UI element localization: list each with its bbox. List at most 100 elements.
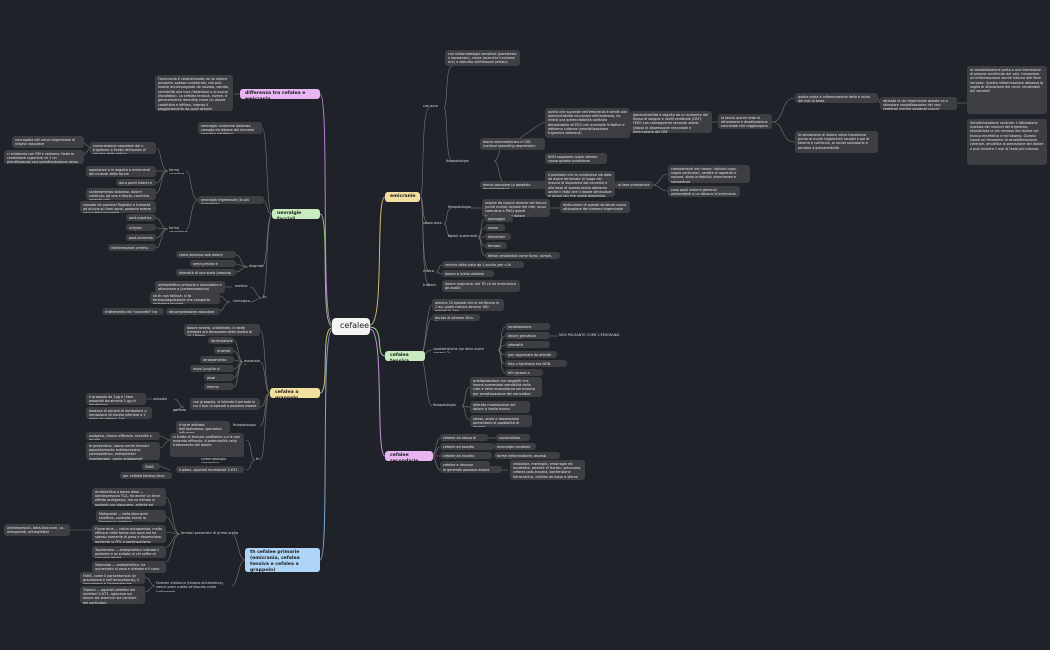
periodo-left-2[interactable]: assenza di periodi di remissione o remis… bbox=[86, 407, 152, 419]
farmaci-attacco-label[interactable]: Farmaci d'attacco (terapia sintomatica),… bbox=[156, 581, 224, 592]
con-aura-label[interactable]: con aura bbox=[423, 104, 438, 108]
chirurgica-label[interactable]: chirurgica bbox=[233, 299, 250, 303]
periodo-1[interactable]: con grappolo, si intende il periodo in c… bbox=[190, 398, 260, 410]
infiammazione-node[interactable]: quello porta a infiammazione della e ini… bbox=[795, 93, 878, 103]
tensiva-car-5[interactable]: foto o fonofobia ma NON entrambe bbox=[505, 360, 567, 367]
tensiva-car-1[interactable]: localizzazione bilaterale bbox=[505, 323, 550, 330]
attacco-fans[interactable]: FANS, come il paracetamolo (in gravidanz… bbox=[80, 572, 145, 584]
nevralgia-trigeminale[interactable]: nevralgia trigeminale (la più ricorrente… bbox=[198, 196, 264, 204]
primitiva-1[interactable]: compressione vascolare del n. trigemino … bbox=[90, 142, 156, 154]
fisiopatologia-2-label[interactable]: fisiopatologia bbox=[448, 205, 471, 209]
periodo-left-1[interactable]: Il grappolo da 1gg e i fase associati da… bbox=[86, 393, 146, 405]
branch-cefalee-secondarie[interactable]: cefalee secondarie bbox=[385, 451, 433, 461]
medica-1[interactable]: antiepilettico primario e secondario e a… bbox=[155, 281, 225, 293]
assoc-2[interactable]: rinorrea bbox=[214, 347, 234, 354]
terapia-left[interactable]: antidepressivi, beta-bloccanti, ca-antag… bbox=[4, 524, 70, 536]
secondarie-subacuto[interactable]: cefalee ad esordio subacuto bbox=[440, 452, 492, 459]
fattore-farmaci[interactable]: farmaci bbox=[485, 242, 507, 249]
secondaria-1[interactable]: post-erpetica bbox=[126, 214, 156, 221]
sensibilizzazione-periferica-node[interactable]: la vasodilatazione porta a una liberazio… bbox=[967, 66, 1047, 114]
teoria-vascolare-node[interactable]: teoria vascolare (o parallelo dopaminerg… bbox=[480, 181, 550, 189]
tensiva-fisio-1[interactable]: predisposizione con soggetti che hanno a… bbox=[470, 377, 542, 397]
fattore-ambientali[interactable]: fattori ambientali come fumo, rumori, vi… bbox=[485, 252, 560, 259]
grappolo-th-label[interactable]: th bbox=[256, 457, 260, 461]
fattori-scatenanti-label[interactable]: fattori scatenanti bbox=[448, 234, 478, 238]
diagnosi-2[interactable]: serie precise e delimitate bbox=[190, 260, 236, 267]
fattore-passaggio[interactable]: passaggio bbox=[485, 215, 513, 222]
teoria-vascolare-desc[interactable]: il prodromi che la condizione sia data d… bbox=[545, 171, 615, 197]
tensiva-car-4[interactable]: non aggravato da attività fisica bbox=[505, 351, 557, 358]
grappolo-fisiopat-label[interactable]: fisiopatologia bbox=[233, 423, 256, 427]
primitiva-left-2[interactable]: ci evidenzio con RM e vediamo l'arteria … bbox=[4, 150, 84, 164]
tensiva-car-3[interactable]: intensità lieve/moderata bbox=[505, 341, 550, 348]
attacco-triptani[interactable]: Triptani — agonisti selettivi dei recett… bbox=[80, 586, 145, 604]
forma-secondaria-label[interactable]: forma secondaria bbox=[169, 226, 188, 232]
secondarie-abuso[interactable]: cefalee da abuso di farmaci bbox=[440, 434, 488, 441]
tensiva-durata[interactable]: durata di almeno 30m-7gg bbox=[432, 314, 480, 321]
tensiva-caratteristiche-label[interactable]: caratteristiche (se deve avere almeno 2) bbox=[433, 347, 484, 353]
grappolo-intro[interactable]: dolore severo, unilaterale, in sede orbi… bbox=[184, 324, 260, 336]
clinica-label[interactable]: clinica bbox=[423, 269, 434, 273]
tensiva-frequenza[interactable]: almeno 10 episodi che si verificano in 1… bbox=[432, 299, 504, 311]
stimolo-ignoto-node[interactable]: NON sappiamo quale stimolo causa questa … bbox=[545, 153, 607, 164]
forma-primitiva-label[interactable]: forma primitiva bbox=[169, 168, 184, 174]
clinica-item-1[interactable]: cerchio della vista da 1 occhio per <1h bbox=[442, 261, 524, 268]
nevralgia-intro[interactable]: nevralgia: sindrome dolorosa causata da … bbox=[198, 122, 262, 134]
sensibilizzazione-centrale-node[interactable]: la sensazione di dolore viene trasmessa … bbox=[795, 131, 878, 153]
differenza-desc[interactable]: l'emicrania è caratterizzata da un dolor… bbox=[155, 75, 233, 111]
tensiva-car-6[interactable]: NO nausea o vomito bbox=[505, 369, 543, 376]
csd-desc[interactable]: quello che succede nell'emicrania è simi… bbox=[545, 108, 630, 138]
branch-grappolo[interactable]: cefalea a grappolo bbox=[270, 388, 320, 398]
attivazione-node[interactable]: attivata la via trigeminale questa va a … bbox=[880, 97, 957, 110]
fans-grappolo-2[interactable]: per cefalea tensiva lieve bbox=[120, 472, 172, 479]
tratt-1[interactable]: si tratta di farmaci profilattici cui le… bbox=[170, 433, 244, 457]
branch-nevralgie[interactable]: nevralgie facciali bbox=[272, 209, 320, 219]
tratt-2[interactable]: triptani, agonisti recettoriali 5-HT1 bbox=[176, 466, 244, 473]
periodo-episodio[interactable]: episodio bbox=[153, 397, 168, 401]
terapia-topiramato[interactable]: Topiramato — antiepilettico indicato il … bbox=[92, 546, 166, 558]
secondaria-3[interactable]: post-ischemia bbox=[126, 234, 156, 241]
assoc-3[interactable]: arrossamento nasale bbox=[200, 356, 234, 363]
terapia-flunarizina[interactable]: Flunarizina — calcio-antagonista, molto … bbox=[92, 525, 166, 543]
primitiva-left-1[interactable]: neuropatia del nervo trigeminale di orig… bbox=[12, 136, 84, 148]
assoc-1[interactable]: lacrimazione bbox=[208, 337, 234, 344]
branch-terapia[interactable]: th cefalee primarie (emicrania, cefalea … bbox=[245, 548, 320, 572]
branch-differenza[interactable]: differenza tra cefalea e emicrania bbox=[240, 89, 320, 99]
branch-emicranie[interactable]: emicranie bbox=[385, 192, 420, 202]
secondaria-left[interactable]: causato da processi flogistici e tumoral… bbox=[80, 201, 156, 213]
secondaria-2[interactable]: sclerosi multipla bbox=[126, 224, 156, 231]
terapia-amitriptilina[interactable]: Amitriptilina a basso dose — antidepress… bbox=[92, 488, 166, 506]
trattamento-label[interactable]: trattam bbox=[423, 283, 436, 287]
th-nevralgia-label[interactable]: th bbox=[263, 295, 267, 299]
fattore-sonno[interactable]: sonno bbox=[485, 224, 505, 231]
diagnosi-3[interactable]: intensità di una scala (mancia) bbox=[176, 269, 236, 276]
fisiopat2-desc-2[interactable]: disfunzione di queste strutture causa at… bbox=[560, 201, 630, 213]
secondarie-subacuto-note[interactable]: forme infiammatorie, ascessi cerebrali bbox=[494, 452, 560, 459]
fase-prodromica-node[interactable]: ai fase prodromica bbox=[615, 181, 653, 189]
primitiva-3[interactable]: dura pochi istanti e ritmici bbox=[116, 179, 156, 186]
con-aura-desc[interactable]: con sintomatologia sensitiva (parestesie… bbox=[445, 50, 520, 66]
csd-node[interactable]: teoria neuronale/cors e CSD (cortical sp… bbox=[480, 138, 545, 150]
terapia-metoprolol[interactable]: Metoprolol — beta-bloccante selettivo, c… bbox=[96, 510, 166, 522]
trattamento-desc[interactable]: dolore originario: dei TR ch da emicrani… bbox=[442, 280, 520, 292]
chirurgica-3[interactable]: decompressione vascolare secondo Jannett… bbox=[166, 308, 220, 315]
medica-label[interactable]: medica bbox=[235, 284, 248, 288]
grappolo-associato-label[interactable]: associato a bbox=[244, 359, 260, 365]
primitiva-2[interactable]: spontanee o in seguito a movimenti dei m… bbox=[86, 166, 156, 177]
tensiva-fisiopatologia-label[interactable]: fisiopatologia bbox=[433, 403, 456, 407]
fans-grappolo[interactable]: FANS bbox=[142, 463, 160, 470]
root-node[interactable]: cefalee bbox=[332, 318, 370, 335]
diagnosi-label[interactable]: diagnosi bbox=[249, 264, 264, 268]
tratt-left-2[interactable]: le preventiva: usano anche farmaci appos… bbox=[86, 442, 160, 460]
secondarie-improvviso-note[interactable]: emorragie cerebrali bbox=[494, 443, 536, 450]
secondaria-4[interactable]: malformazioni arterio-venose bbox=[108, 244, 156, 251]
fattore-alimentari[interactable]: alimentari bbox=[485, 233, 511, 240]
chirurgica-2[interactable]: trattamento del "coschetti" tra vaso e n… bbox=[102, 308, 164, 315]
prodromica-desc-2[interactable]: cosa quali sintomi generali antecedenti … bbox=[668, 186, 740, 197]
secondarie-cause-note[interactable]: neoplasie, meningiti, emorragie ed encef… bbox=[510, 460, 585, 480]
teoria-wave-node[interactable]: la teoria quindi vede di attivazione e d… bbox=[718, 114, 772, 129]
assoc-4[interactable]: miosi (pupilla si restringe) bbox=[190, 365, 234, 372]
primitiva-4[interactable]: scatenamento doloroso, dolore continuo, … bbox=[86, 188, 156, 200]
assoc-5[interactable]: ptosi palpebrale bbox=[204, 374, 234, 381]
